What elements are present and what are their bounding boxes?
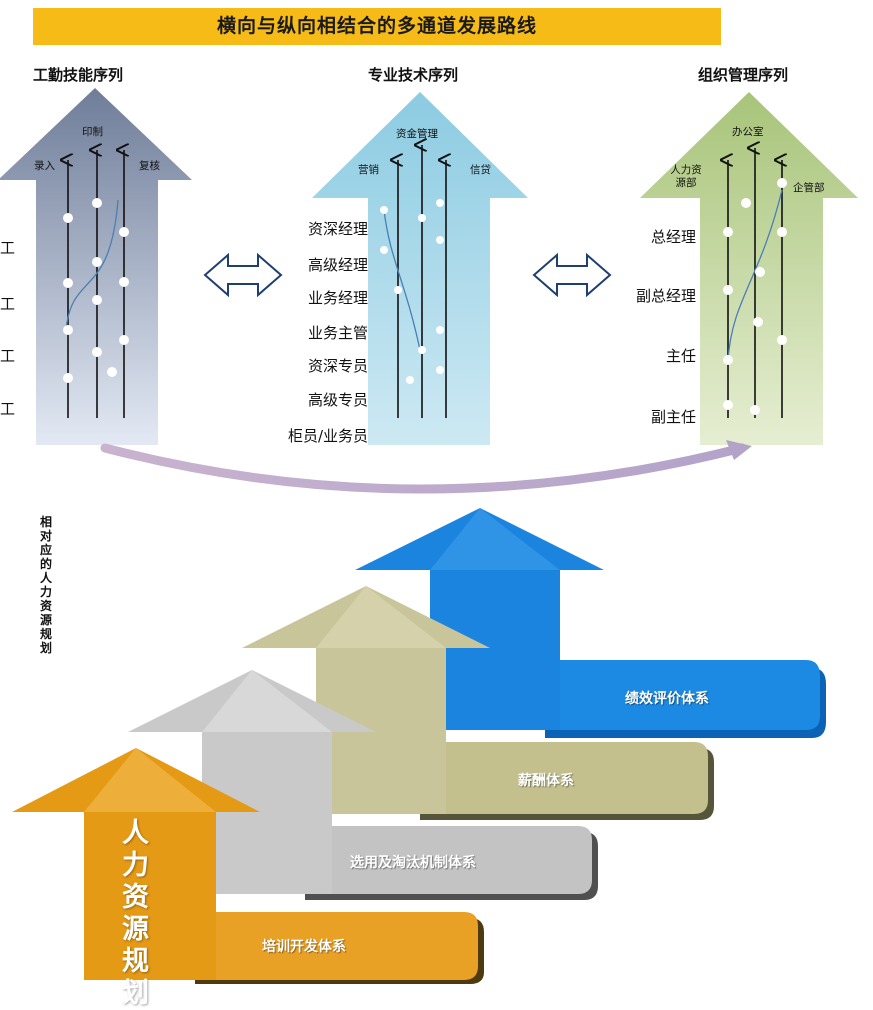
level-label: 主任 [665,347,696,365]
track-label: 企管部 [793,182,825,194]
page-title: 横向与纵向相结合的多通道发展路线 [216,15,537,37]
career-arrow-management [640,92,858,445]
track-label: 办公室 [732,126,764,138]
step-performance [355,508,826,738]
exchange-arrow-left [203,252,283,298]
track-label: 信贷 [470,164,491,176]
transfer-curves [65,189,783,361]
level-label: 总经理 [650,228,696,246]
level-label: 工 [0,347,16,365]
exchange-arrow-right [532,252,612,298]
level-label: 资深专员 [307,357,368,375]
track-label: 营销 [358,164,379,176]
step-label-salary: 薪酬体系 [518,773,574,789]
level-label: 工 [0,239,16,257]
career-arrow-professional [312,92,528,445]
level-label: 柜员/业务员 [287,427,368,445]
step-label-training: 培训开发体系 [262,939,346,955]
step-label-performance: 绩效评价体系 [625,691,709,707]
track-label: 人力资源部 [670,164,702,189]
track-label: 复核 [139,160,160,172]
level-label: 业务主管 [307,324,368,342]
level-label: 高级经理 [307,256,368,274]
level-label: 工 [0,295,16,313]
level-label: 资深经理 [307,220,368,238]
level-label: 业务经理 [307,289,368,307]
track-label: 录入 [34,160,55,172]
column-heading-technical: 工勤技能序列 [33,66,124,84]
track-label: 资金管理 [396,128,438,140]
side-label: 相对应的人力资源规划 [40,515,53,655]
level-label: 工 [0,400,16,418]
step-label-selection: 选用及淘汰机制体系 [350,855,476,871]
track-label: 印制 [82,126,103,138]
level-label: 高级专员 [307,391,368,409]
step-training [12,748,484,984]
big-arrow-label: 人力资源规划 [122,818,149,1009]
step-salary [242,586,714,820]
title-bar [33,8,721,45]
track-dots [63,178,787,415]
level-label: 副总经理 [635,287,696,305]
connecting-arc [100,443,747,494]
column-heading-professional: 专业技术序列 [368,66,459,84]
step-selection [128,670,598,900]
diagram-graphics [0,88,858,984]
column-heading-management: 组织管理序列 [698,66,789,84]
level-label: 副主任 [650,408,696,426]
